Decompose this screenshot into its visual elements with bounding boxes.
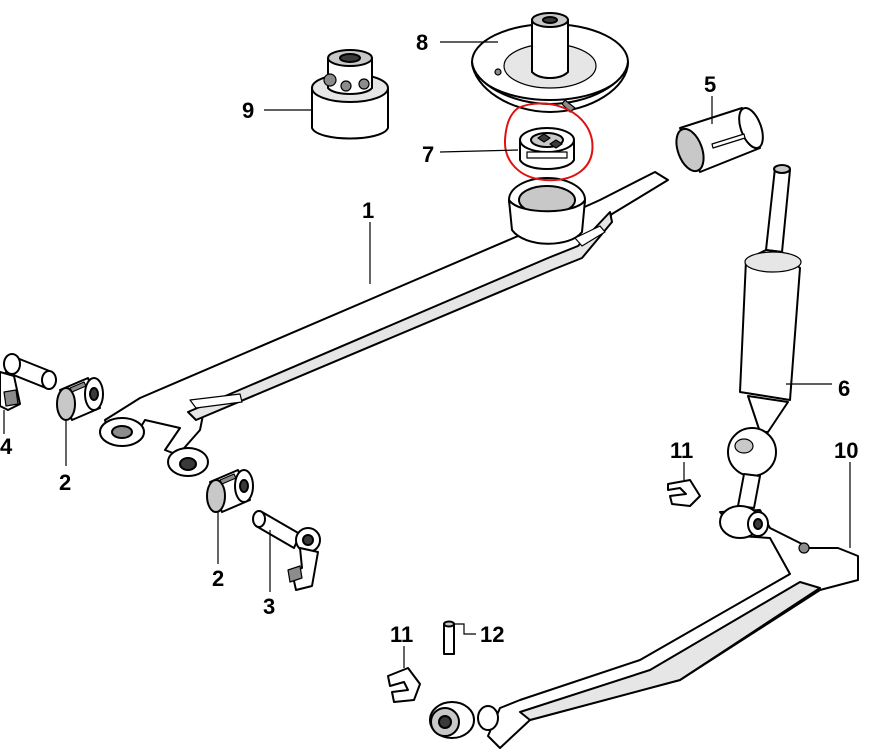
- callout-2-lower: 2: [212, 566, 224, 591]
- callout-11-upper: 11: [670, 438, 693, 463]
- callout-7: 7: [422, 142, 434, 167]
- part-2-spline-bushing-left: [56, 377, 104, 421]
- part-12-pin: [443, 620, 455, 655]
- callout-12: 12: [480, 622, 504, 647]
- callout-9: 9: [242, 98, 254, 123]
- part-11-clip-upper: [667, 479, 701, 507]
- part-2-spline-bushing-mid: [206, 469, 254, 513]
- callout-11-lower: 11: [390, 622, 413, 647]
- callout-6: 6: [838, 376, 850, 401]
- part-6-gear-lever: [727, 164, 802, 509]
- callout-8: 8: [416, 30, 428, 55]
- part-7-bushing: [519, 127, 575, 170]
- callout-4: 4: [0, 434, 13, 459]
- part-8-boot-seal: [471, 12, 629, 113]
- part-11-clip-lower: [387, 667, 421, 703]
- part-10-selector-rod: [429, 505, 859, 749]
- part-9-cup-bushing: [311, 49, 389, 140]
- highlight-circle: [503, 102, 594, 182]
- callout-5: 5: [704, 72, 716, 97]
- callout-1: 1: [362, 198, 374, 223]
- callout-labels: 1 2 2 3 4 5 6 7 8 9 10 11 11 12: [0, 30, 858, 647]
- part-3-pin-bracket: [252, 510, 321, 591]
- part-5-sleeve-bushing: [675, 106, 764, 173]
- leader-7: [439, 149, 519, 153]
- leader-lines: [3, 41, 851, 668]
- callout-2-upper: 2: [59, 470, 71, 495]
- leader-12: [454, 623, 476, 635]
- callout-3: 3: [263, 594, 275, 619]
- part-4-pin-bracket: [0, 353, 57, 411]
- part-1-shift-lever-arm: [99, 171, 669, 477]
- callout-10: 10: [834, 438, 858, 463]
